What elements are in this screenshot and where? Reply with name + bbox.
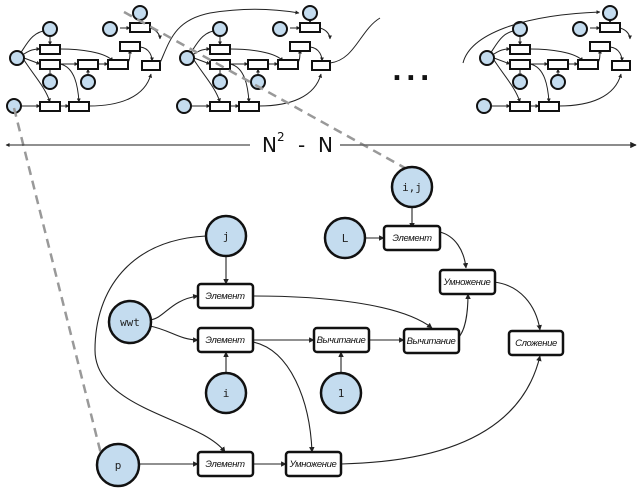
mini-link-2-out <box>329 17 381 64</box>
input-j: j <box>204 214 248 258</box>
svg-text:p: p <box>115 459 122 472</box>
op-element-top: Элемент <box>382 224 442 252</box>
mini-graph-1 <box>7 6 160 113</box>
op-element-wwt2: Элемент <box>196 326 255 354</box>
mini-graph-2 <box>177 6 330 113</box>
formula-label: N 2 - N <box>262 130 333 157</box>
mini-link-1-2 <box>159 8 300 64</box>
op-subtract-1: Вычитание <box>312 326 371 354</box>
svg-text:Элемент: Элемент <box>205 459 245 470</box>
svg-text:Вычитание: Вычитание <box>407 336 456 347</box>
svg-text:Элемент: Элемент <box>205 335 245 346</box>
svg-text:N: N <box>262 133 277 157</box>
op-element-wwt1: Элемент <box>196 282 255 310</box>
input-wwt: wwt <box>107 299 153 345</box>
input-ij: i,j <box>390 165 434 209</box>
svg-text:Вычитание: Вычитание <box>317 335 366 346</box>
svg-text:Сложение: Сложение <box>515 338 557 349</box>
svg-text:L: L <box>342 232 349 245</box>
input-p: p <box>95 442 141 488</box>
mini-link-in-n <box>462 10 601 64</box>
mini-graph-n <box>477 6 630 113</box>
input-i: i <box>204 371 248 415</box>
svg-text:-: - <box>298 133 305 157</box>
op-element-p: Элемент <box>196 450 255 478</box>
svg-text:Умножение: Умножение <box>443 277 491 288</box>
svg-text:N: N <box>318 133 333 157</box>
svg-text:i: i <box>223 387 230 400</box>
svg-text:Умножение: Умножение <box>289 459 337 470</box>
op-subtract-2: Вычитание <box>402 327 461 355</box>
ellipsis: ... <box>392 57 434 87</box>
input-one: 1 <box>319 371 363 415</box>
svg-text:Элемент: Элемент <box>205 291 245 302</box>
zoom-guide-right <box>123 10 406 170</box>
zoom-guide-left <box>12 107 105 463</box>
svg-text:2: 2 <box>277 130 285 144</box>
op-multiply-bottom: Умножение <box>284 450 343 478</box>
svg-text:1: 1 <box>338 387 345 400</box>
svg-text:j: j <box>223 230 230 243</box>
op-add: Сложение <box>507 329 565 357</box>
op-multiply-top: Умножение <box>438 268 497 296</box>
svg-text:Элемент: Элемент <box>392 233 432 244</box>
svg-text:wwt: wwt <box>120 316 140 329</box>
svg-text:i,j: i,j <box>402 181 422 194</box>
input-L: L <box>323 216 367 260</box>
